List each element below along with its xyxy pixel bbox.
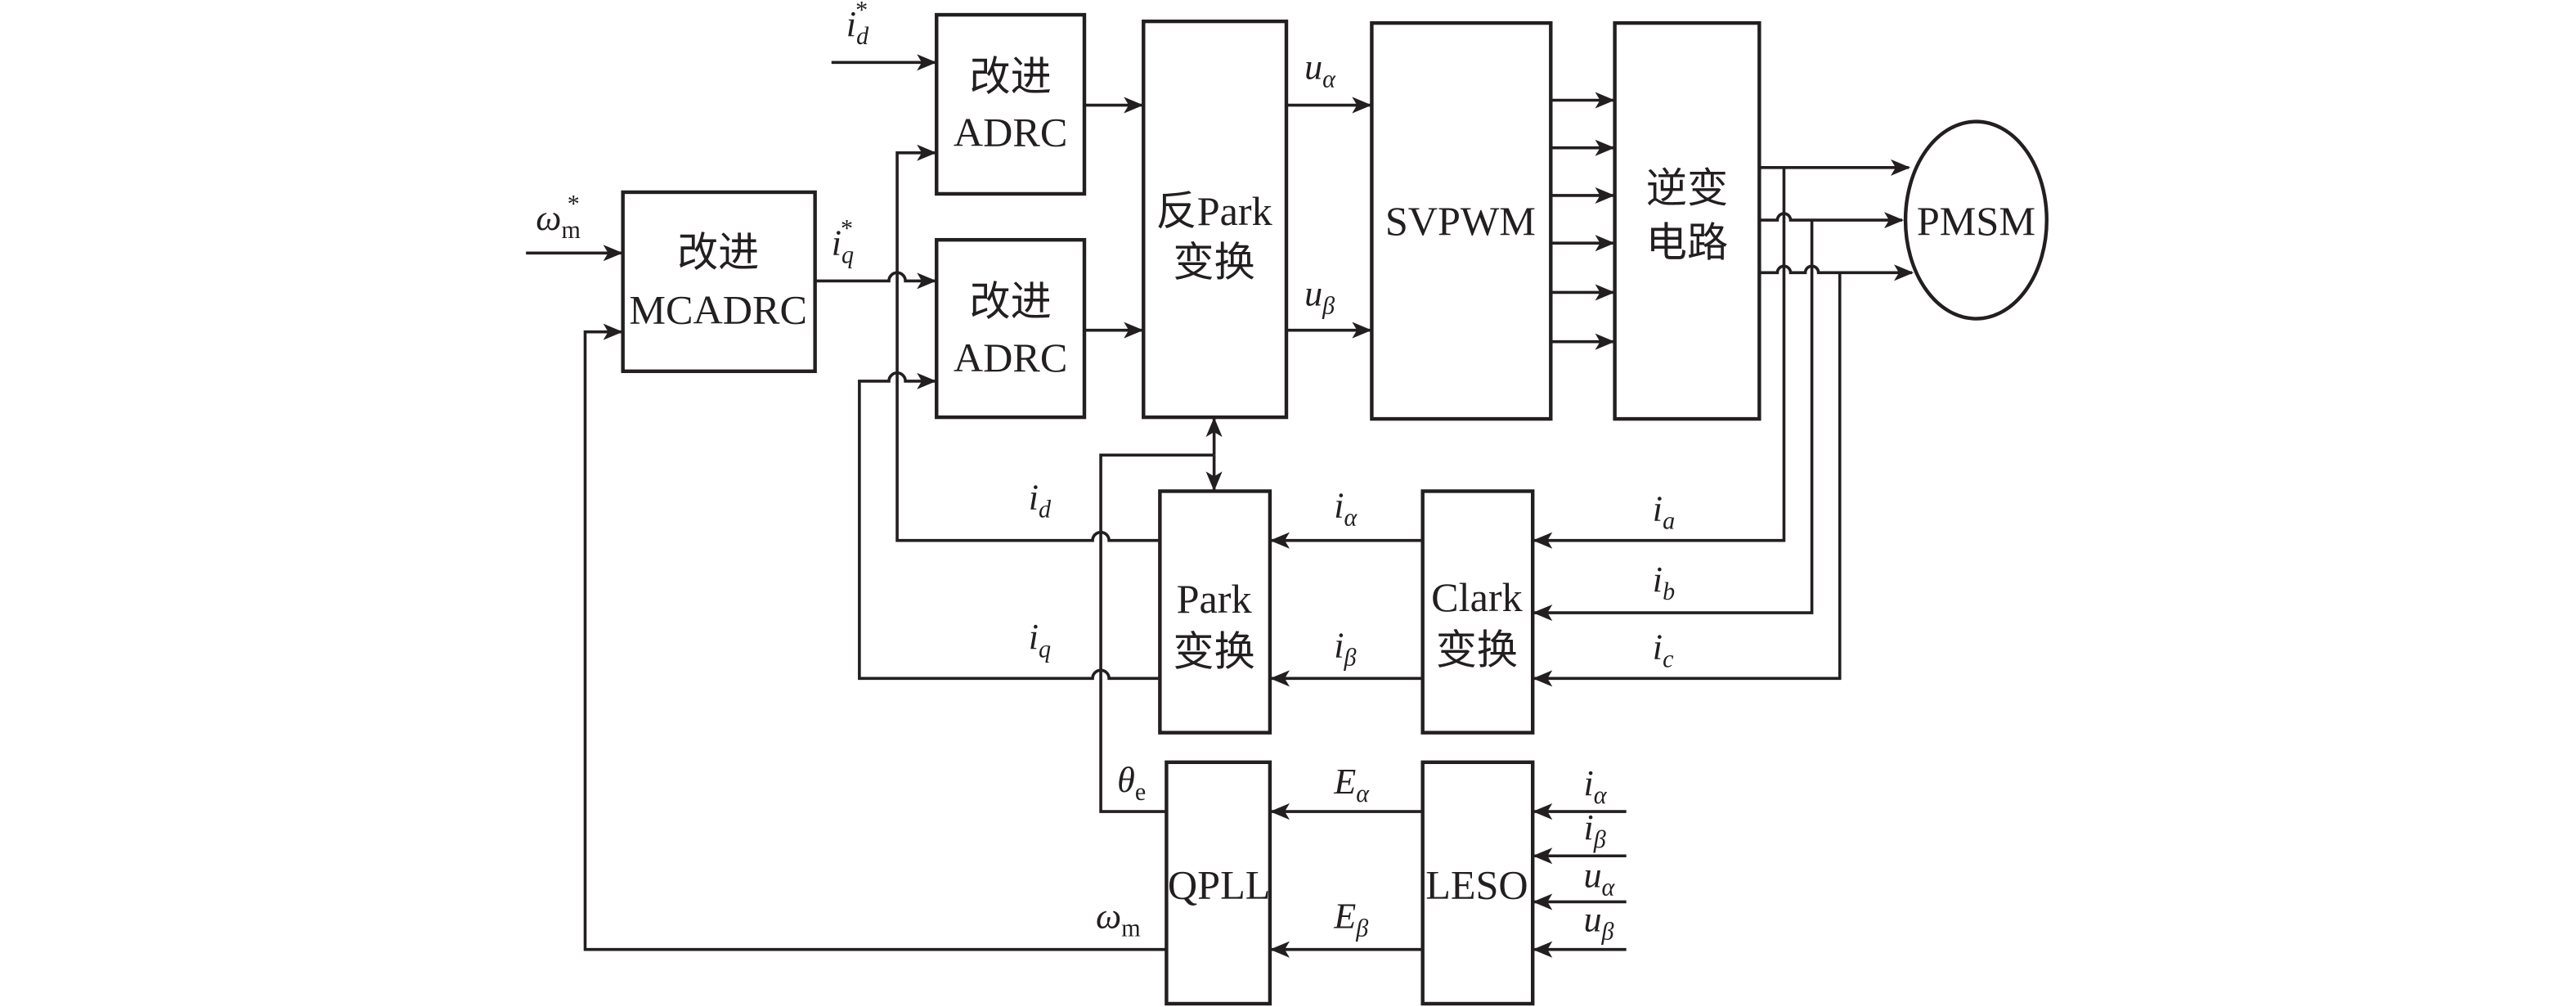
ic-sense-wire (1533, 272, 1842, 687)
inverse-park-label-line1: 反Park (1156, 188, 1273, 234)
adrc-d-label-line2: ADRC (954, 110, 1067, 155)
leso-u-beta-label: uβ (1583, 900, 1613, 946)
i-alpha-label: iα (1334, 486, 1358, 532)
mcadrc-block: 改进 MCADRC (621, 190, 817, 374)
i-beta-label: iβ (1334, 625, 1356, 671)
id-label: id (1029, 478, 1052, 524)
qpll-block: QPLL (1165, 760, 1272, 1006)
u-alpha-label: uα (1304, 47, 1336, 92)
leso-u-alpha-label: uα (1583, 855, 1615, 901)
adrc-q-label-line1: 改进 (969, 279, 1051, 325)
leso-i-alpha-label: iα (1583, 763, 1607, 809)
iq-ref-label: iq* (832, 214, 854, 268)
E-alpha-label: Eα (1333, 762, 1370, 807)
theta-e-label: θe (1117, 760, 1146, 806)
leso-label: LESO (1425, 861, 1528, 907)
park-label-line1: Park (1177, 576, 1253, 622)
inverter-label-line1: 逆变 (1646, 165, 1728, 211)
clark-block: Clark 变换 (1420, 489, 1535, 735)
svpwm-label: SVPWM (1385, 198, 1536, 244)
inverter-block: 逆变 电路 (1613, 20, 1761, 421)
pmsm-motor: PMSM (1903, 119, 2049, 321)
phase-b-wire (1759, 212, 1905, 229)
qpll-label: QPLL (1168, 861, 1270, 907)
ia-label: ia (1653, 489, 1675, 535)
phase-c-wire (1759, 264, 1914, 281)
leso-i-beta-label: iβ (1583, 807, 1605, 853)
mcadrc-label-line1: 改进 (677, 229, 759, 275)
omega-m-label: ωm (1096, 897, 1141, 942)
park-block: Park 变换 (1158, 489, 1272, 735)
mcadrc-label-line2: MCADRC (629, 287, 807, 333)
omega-feedback-wire (583, 323, 1167, 951)
ic-label: ic (1653, 627, 1674, 672)
iq-ref-wire (815, 271, 937, 290)
pmsm-label: PMSM (1917, 198, 2035, 244)
leso-block: LESO (1420, 760, 1535, 1006)
ib-label: ib (1653, 560, 1675, 605)
E-beta-label: Eβ (1333, 897, 1368, 942)
inverse-park-label-line2: 变换 (1173, 239, 1254, 285)
inverter-label-line2: 电路 (1646, 219, 1728, 265)
adrc-d-block: 改进 ADRC (935, 12, 1087, 196)
clark-label-line1: Clark (1431, 574, 1523, 620)
ib-sense-wire (1533, 220, 1814, 622)
adrc-q-block: 改进 ADRC (935, 237, 1087, 420)
clark-label-line2: 变换 (1436, 627, 1518, 672)
theta-e-wire (1099, 453, 1214, 813)
svpwm-block: SVPWM (1370, 20, 1553, 421)
inverse-park-block: 反Park 变换 (1142, 19, 1289, 420)
iq-label: iq (1029, 617, 1051, 663)
park-label-line2: 变换 (1173, 628, 1254, 674)
ia-sense-wire (1533, 167, 1786, 549)
id-feedback-wire (895, 144, 1159, 542)
pwm-signal-arrows (1551, 92, 1615, 350)
adrc-d-label-line1: 改进 (969, 53, 1051, 99)
id-ref-label: id* (846, 0, 869, 50)
u-beta-label: uβ (1304, 274, 1335, 320)
adrc-q-label-line2: ADRC (954, 335, 1067, 380)
iq-feedback-wire (858, 371, 1159, 681)
omega-ref-label: ωm* (536, 190, 581, 244)
